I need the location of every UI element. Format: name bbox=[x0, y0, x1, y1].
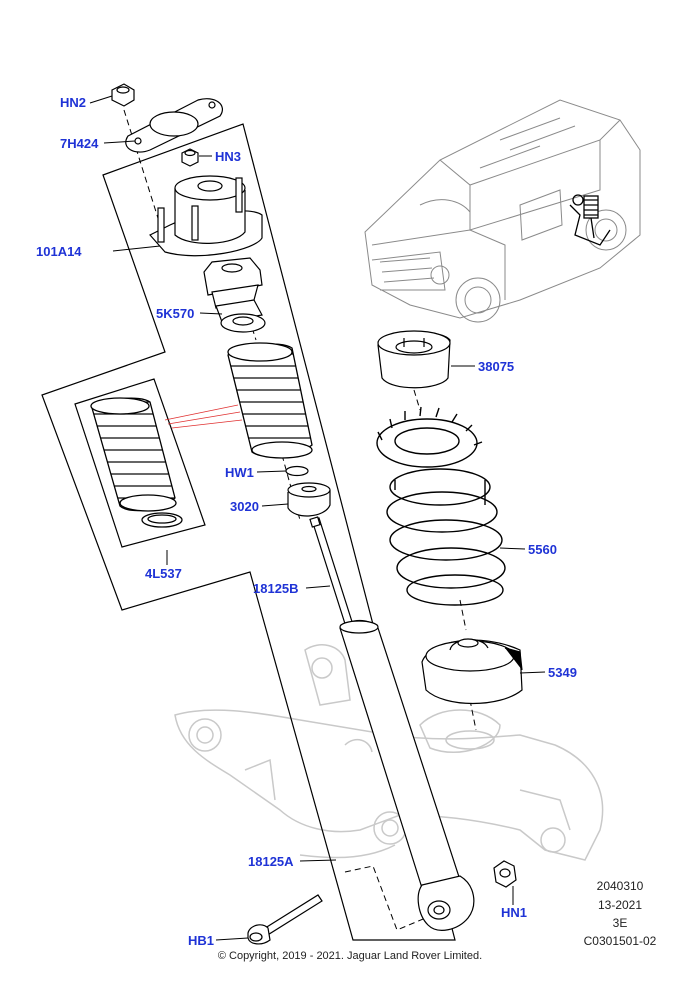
bolt-axis-line bbox=[344, 865, 436, 931]
hn3-nut bbox=[181, 148, 199, 167]
label-5k570: 5K570 bbox=[156, 306, 194, 321]
gasket-plate-7h424 bbox=[125, 98, 223, 153]
label-5560: 5560 bbox=[528, 542, 557, 557]
label-101a14: 101A14 bbox=[36, 244, 82, 259]
hw1-washer bbox=[285, 465, 309, 477]
vehicle-ghost bbox=[364, 99, 641, 323]
reference-revision: 3E bbox=[612, 916, 628, 930]
spring-seat-38075 bbox=[377, 330, 451, 389]
bump-stop-5k570 bbox=[203, 257, 266, 333]
subframe-ghost bbox=[174, 644, 604, 861]
hn1-nut bbox=[493, 860, 517, 888]
label-7h424: 7H424 bbox=[60, 136, 99, 151]
label-hb1: HB1 bbox=[188, 933, 214, 948]
boot-detail-box bbox=[74, 378, 206, 548]
reference-code: 2040310 bbox=[596, 879, 644, 893]
label-38075: 38075 bbox=[478, 359, 514, 374]
dust-boot-detail bbox=[90, 397, 183, 528]
label-hn1: HN1 bbox=[501, 905, 527, 920]
upper-mount-group-box bbox=[41, 123, 456, 941]
spacer-3020 bbox=[287, 482, 331, 517]
vehicle-suspension-highlight bbox=[569, 194, 611, 246]
label-hw1: HW1 bbox=[225, 465, 254, 480]
label-18125b: 18125B bbox=[253, 581, 299, 596]
reference-date: 13-2021 bbox=[597, 898, 643, 912]
label-hn3: HN3 bbox=[215, 149, 241, 164]
label-5349: 5349 bbox=[548, 665, 577, 680]
hb1-bolt bbox=[247, 894, 323, 945]
label-3020: 3020 bbox=[230, 499, 259, 514]
leader-lines bbox=[89, 95, 546, 941]
label-18125a: 18125A bbox=[248, 854, 294, 869]
copyright-notice: © Copyright, 2019 - 2021. Jaguar Land Ro… bbox=[217, 950, 483, 962]
shock-absorber-18125 bbox=[309, 516, 475, 931]
dust-boot bbox=[227, 342, 313, 459]
label-4l537: 4L537 bbox=[145, 566, 182, 581]
hn2-nut bbox=[111, 83, 135, 107]
label-hn2: HN2 bbox=[60, 95, 86, 110]
reference-id: C0301501-02 bbox=[583, 934, 657, 948]
coil-spring-5560 bbox=[376, 406, 506, 606]
boot-detail-pointer bbox=[164, 404, 243, 429]
top-mount-101a14 bbox=[149, 175, 263, 257]
spring-seat-5349 bbox=[421, 638, 523, 704]
